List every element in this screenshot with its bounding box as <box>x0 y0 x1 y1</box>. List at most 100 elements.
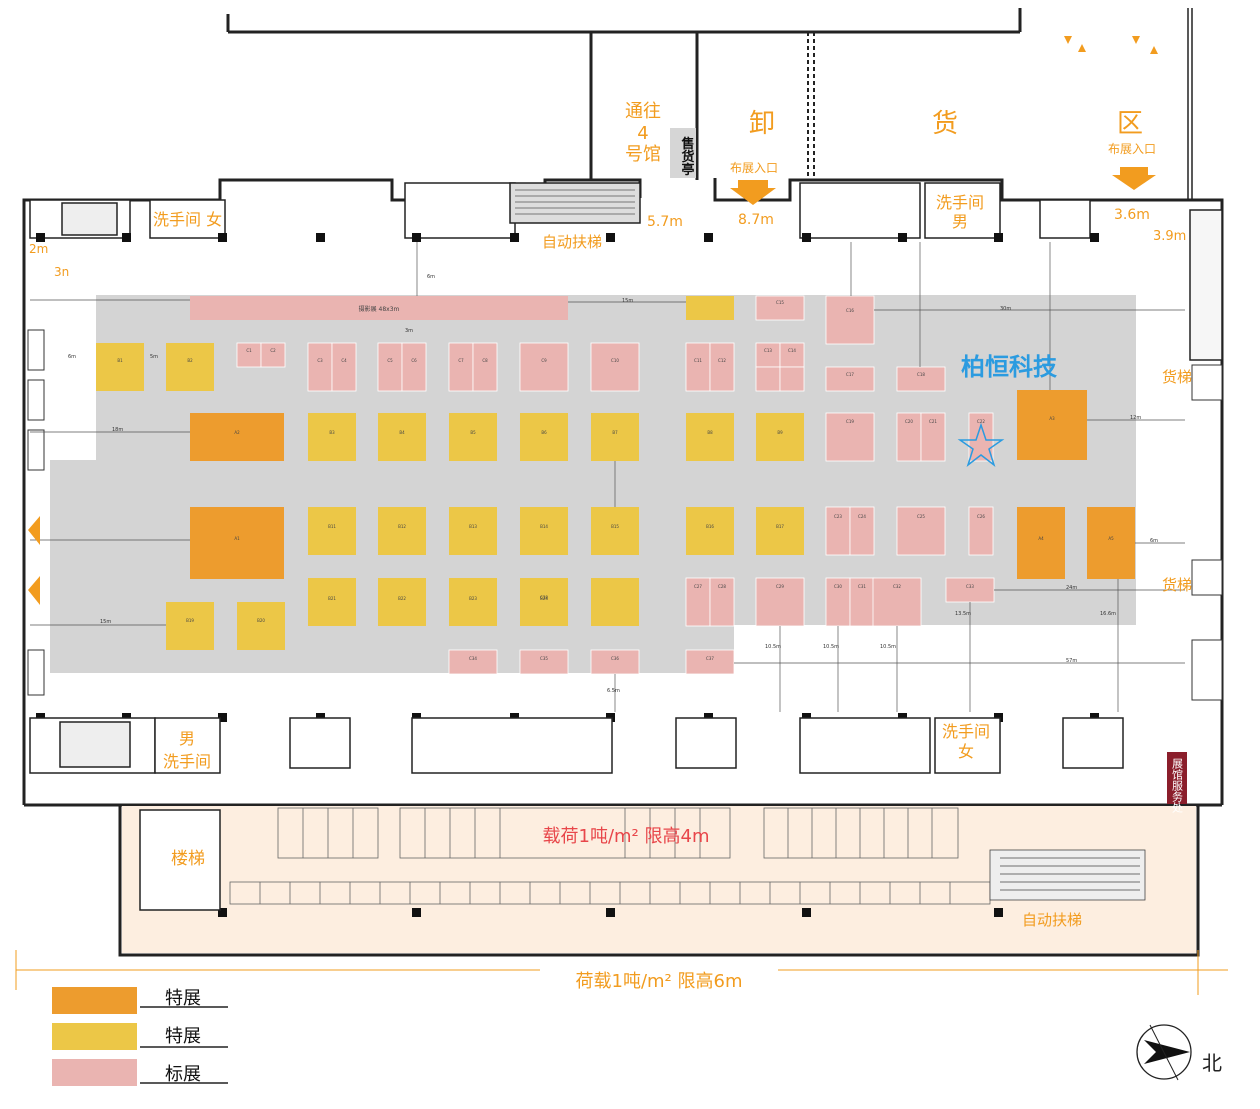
booth-id: B9 <box>777 430 783 435</box>
booth-id: C3 <box>317 358 323 363</box>
booth-id: C10 <box>611 358 619 363</box>
unloading-char-2: 货 <box>932 109 958 139</box>
booth-id: C23 <box>834 514 842 519</box>
arrow-down-icon <box>1112 167 1156 190</box>
booth-id: C37 <box>706 656 714 661</box>
booth-id: C21 <box>929 419 937 424</box>
booth-id: C28 <box>718 584 726 589</box>
booth-id: B21 <box>328 596 336 601</box>
arrow-left-icon <box>28 576 40 605</box>
distance-label: 6m <box>68 354 76 360</box>
dim-5-7: 5.7m <box>647 214 683 230</box>
booth-id: C24 <box>858 514 866 519</box>
distance-label: 30m <box>1000 306 1011 312</box>
booth-id: C2 <box>270 348 276 353</box>
booth-id: C18 <box>917 372 925 377</box>
booth-id: C25 <box>917 514 925 519</box>
service-desk-box <box>1167 752 1187 804</box>
photo-wall-label: 摄影展 48x3m <box>359 305 400 313</box>
map-labels: 通往 4 号馆 卸 货 区 布展入口 布展入口 5.7m 8.7m 3.6m 3… <box>29 101 1192 992</box>
booth-id: C35 <box>540 656 548 661</box>
booth-id: B24 <box>540 596 548 601</box>
booth-id: C31 <box>858 584 866 589</box>
booth-id: C36 <box>611 656 619 661</box>
escalator-top-label: 自动扶梯 <box>542 233 602 251</box>
booth-id: B13 <box>469 524 477 529</box>
booth-id: B6 <box>541 430 547 435</box>
booth-id: B19 <box>186 618 194 623</box>
highlight-company-label: 柏恒科技 <box>961 353 1058 381</box>
wc-male-top-1: 洗手间 <box>936 193 984 212</box>
distance-label: 57m <box>1066 658 1077 664</box>
unloading-char-1: 卸 <box>749 109 775 139</box>
booth-id: C9 <box>541 358 547 363</box>
dim-3: 3n <box>54 265 69 279</box>
booth-id: C14 <box>788 348 796 353</box>
booth-id: B20 <box>257 618 265 623</box>
legend-label-special-1: 特展 <box>165 988 201 1009</box>
distance-label: 12m <box>1130 415 1141 421</box>
booth-id: C5 <box>387 358 393 363</box>
to-hall4-line1: 通往 <box>625 101 661 122</box>
distance-label: 13.5m <box>955 611 971 617</box>
booth-id: B14 <box>540 524 548 529</box>
side-wall-boxes <box>27 329 1223 701</box>
arrow-down-icon <box>1132 36 1140 44</box>
wc-male-top-2: 男 <box>952 212 968 231</box>
kiosk-label: 售货亭 <box>679 136 695 177</box>
distance-label: 3m <box>405 328 413 334</box>
wc-female-top: 洗手间 女 <box>153 210 222 229</box>
booth-id: C33 <box>966 584 974 589</box>
booth-id: B12 <box>398 524 406 529</box>
booth-id: C38 <box>540 595 548 600</box>
booth-id: C34 <box>469 656 477 661</box>
booth-id: B7 <box>612 430 618 435</box>
service-desk-label: 展馆服务处 <box>1171 758 1184 814</box>
booth-id: B1 <box>117 358 123 363</box>
escalator-bottom-label: 自动扶梯 <box>1022 911 1082 929</box>
distance-label: 15m <box>100 619 111 625</box>
booth-id: C19 <box>846 419 854 424</box>
booth-id: C4 <box>341 358 347 363</box>
booth-id: C13 <box>764 348 772 353</box>
booth-id: C12 <box>718 358 726 363</box>
entrance-label-2: 布展入口 <box>1108 142 1156 156</box>
to-hall4-line3: 号馆 <box>625 144 661 165</box>
booth-id: C29 <box>776 584 784 589</box>
north-label: 北 <box>1202 1051 1222 1075</box>
booth-id: C6 <box>411 358 417 363</box>
wc-female-bottom-1: 洗手间 <box>942 722 990 741</box>
booth-id: A2 <box>234 430 240 435</box>
booth-id: B17 <box>776 524 784 529</box>
arrow-down-icon <box>730 180 776 205</box>
booth-id: C27 <box>694 584 702 589</box>
bottom-rooms <box>29 717 1124 911</box>
booth-id: C16 <box>846 308 854 313</box>
outer-dimension-line <box>15 950 1228 995</box>
escalator-bottom-graphic <box>989 849 1146 901</box>
freight-elevator-2: 货梯 <box>1162 576 1192 594</box>
distance-label: 6m <box>427 274 435 280</box>
booth-id: B16 <box>706 524 714 529</box>
booth-id: C11 <box>694 358 702 363</box>
distance-labels: 6m 3m 5m 15m 30m 12m 18m 6m 24m 57m 13.5… <box>68 274 1158 694</box>
booth-id: B15 <box>611 524 619 529</box>
distance-label: 5m <box>150 354 158 360</box>
booth-id: C8 <box>482 358 488 363</box>
booth-id: C22 <box>977 419 985 424</box>
legend-label-special-2: 特展 <box>165 1026 201 1047</box>
escalator-top-graphic <box>515 189 635 215</box>
distance-label: 10.5m <box>765 644 781 650</box>
booth-id: B11 <box>328 524 336 529</box>
distance-label: 10.5m <box>880 644 896 650</box>
dim-3-9: 3.9m <box>1153 229 1186 244</box>
stairs-label: 楼梯 <box>171 849 205 869</box>
booth-id: A5 <box>1108 536 1114 541</box>
booth-id: A4 <box>1038 536 1044 541</box>
arrow-up-icon <box>1150 46 1158 54</box>
legend: 特展 特展 标展 <box>52 987 228 1086</box>
distance-label: 15m <box>622 298 633 304</box>
wc-female-bottom-2: 女 <box>958 742 974 761</box>
dim-3-6: 3.6m <box>1114 207 1150 223</box>
